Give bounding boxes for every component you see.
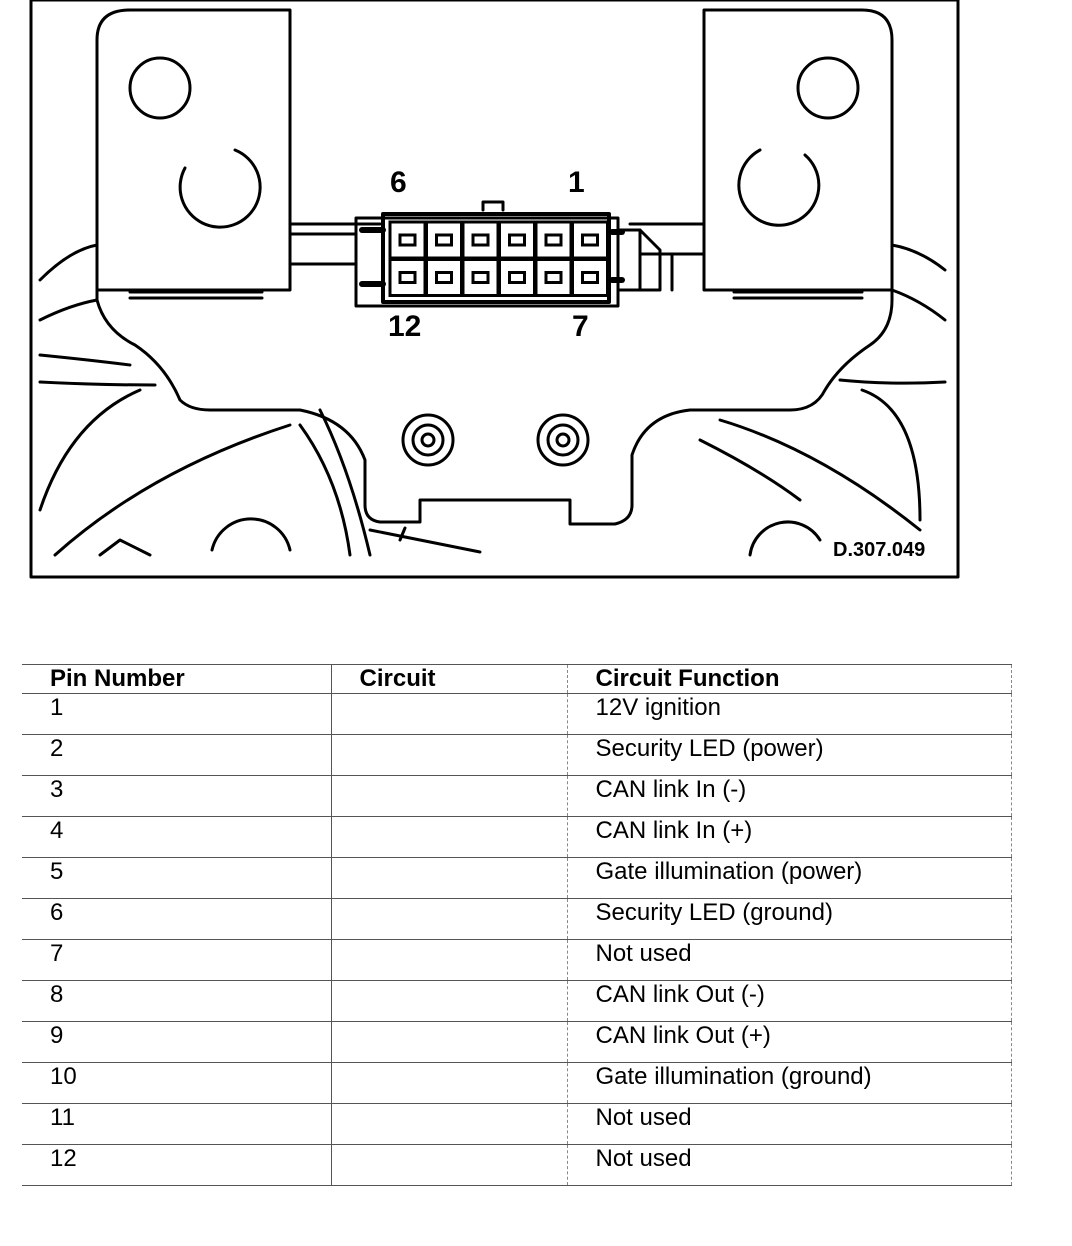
left-screw [401, 413, 455, 467]
connector-housing [354, 216, 620, 308]
pin-cavity [461, 220, 500, 260]
pin-cavity [498, 258, 536, 297]
right-lower-hole [737, 148, 821, 227]
circuit-cell [330, 898, 567, 940]
pin-cavity [571, 258, 609, 297]
pin-number-cell: 10 [22, 1062, 331, 1104]
pin-terminal [435, 233, 453, 247]
pin-cavity [534, 220, 573, 260]
pin-terminal [508, 271, 526, 284]
circuit-function-cell: Not used [566, 1103, 1012, 1145]
figure-frame [29, 0, 960, 579]
circuit-function-cell: CAN link Out (+) [566, 1021, 1012, 1063]
pin-cavity [534, 258, 573, 297]
pin-number-cell: 9 [22, 1021, 331, 1063]
pin-cavity [571, 220, 609, 260]
pin-cavity [388, 220, 427, 260]
pin-cavity [425, 220, 463, 260]
circuit-cell [330, 1144, 567, 1186]
pinout-table: Pin Number Circuit Circuit Function 1 12V… [22, 664, 1012, 1186]
table-row: 6 Security LED (ground) [22, 898, 1012, 940]
table-row: 8 CAN link Out (-) [22, 980, 1012, 1022]
pin-terminal [471, 233, 490, 247]
table-row: 7 Not used [22, 939, 1012, 981]
pin-terminal [544, 233, 563, 247]
table-row: 9 CAN link Out (+) [22, 1021, 1012, 1063]
pin-terminal [581, 271, 599, 284]
table-row: 4 CAN link In (+) [22, 816, 1012, 858]
circuit-cell [330, 980, 567, 1022]
pin-number-cell: 12 [22, 1144, 331, 1186]
circuit-cell [330, 734, 567, 776]
header-circuit: Circuit [330, 664, 567, 694]
pin-terminal [544, 271, 563, 284]
left-bracket [95, 8, 292, 292]
table-row: 2 Security LED (power) [22, 734, 1012, 776]
pin-cavity [461, 258, 500, 297]
pin-terminal [435, 271, 453, 284]
circuit-cell [330, 1062, 567, 1104]
circuit-function-cell: Security LED (power) [566, 734, 1012, 776]
circuit-cell [330, 693, 567, 735]
right-upper-hole [796, 56, 860, 120]
left-lower-hole [178, 148, 262, 229]
circuit-function-cell: Not used [566, 1144, 1012, 1186]
pin-terminal [398, 271, 417, 284]
circuit-cell [330, 939, 567, 981]
pin-label-bottom-right: 7 [572, 310, 589, 343]
connector-drawing [29, 0, 960, 579]
table-row: 10 Gate illumination (ground) [22, 1062, 1012, 1104]
pin-terminal [471, 271, 490, 284]
pin-cavity [388, 258, 427, 297]
table-row: 1 12V ignition [22, 693, 1012, 735]
pin-label-top-right: 1 [568, 166, 585, 199]
pin-terminal [398, 233, 417, 247]
table-row: 3 CAN link In (-) [22, 775, 1012, 817]
pin-number-cell: 2 [22, 734, 331, 776]
pin-number-cell: 6 [22, 898, 331, 940]
right-bracket [702, 8, 894, 292]
pin-number-cell: 8 [22, 980, 331, 1022]
pin-number-cell: 7 [22, 939, 331, 981]
right-screw [536, 413, 590, 467]
circuit-function-cell: CAN link Out (-) [566, 980, 1012, 1022]
circuit-function-cell: CAN link In (+) [566, 816, 1012, 858]
circuit-function-cell: Gate illumination (ground) [566, 1062, 1012, 1104]
pin-cavity [498, 220, 536, 260]
pin-label-top-left: 6 [390, 166, 407, 199]
pin-cavities [388, 220, 609, 297]
pin-terminal [508, 233, 526, 247]
connector-diagram: 6 1 12 7 D.307.049 [0, 0, 1072, 600]
table-row: 11 Not used [22, 1103, 1012, 1145]
left-upper-hole [128, 56, 192, 120]
pin-terminal [581, 233, 599, 247]
table-row: 5 Gate illumination (power) [22, 857, 1012, 899]
circuit-function-cell: Not used [566, 939, 1012, 981]
table-row: 12 Not used [22, 1144, 1012, 1186]
circuit-cell [330, 816, 567, 858]
circuit-function-cell: 12V ignition [566, 693, 1012, 735]
header-circuit-function: Circuit Function [566, 664, 1012, 694]
circuit-cell [330, 1103, 567, 1145]
pin-number-cell: 11 [22, 1103, 331, 1145]
pin-cavity [425, 258, 463, 297]
pin-number-cell: 1 [22, 693, 331, 735]
header-pin-number: Pin Number [22, 664, 331, 694]
circuit-cell [330, 857, 567, 899]
circuit-function-cell: CAN link In (-) [566, 775, 1012, 817]
base-plate [95, 288, 894, 526]
circuit-cell [330, 1021, 567, 1063]
pin-number-cell: 5 [22, 857, 331, 899]
pin-label-bottom-left: 12 [388, 310, 422, 343]
pin-number-cell: 3 [22, 775, 331, 817]
table-header-row: Pin Number Circuit Circuit Function [22, 664, 1012, 694]
diagram-reference: D.307.049 [833, 539, 926, 561]
pin-number-cell: 4 [22, 816, 331, 858]
circuit-function-cell: Gate illumination (power) [566, 857, 1012, 899]
circuit-function-cell: Security LED (ground) [566, 898, 1012, 940]
circuit-cell [330, 775, 567, 817]
